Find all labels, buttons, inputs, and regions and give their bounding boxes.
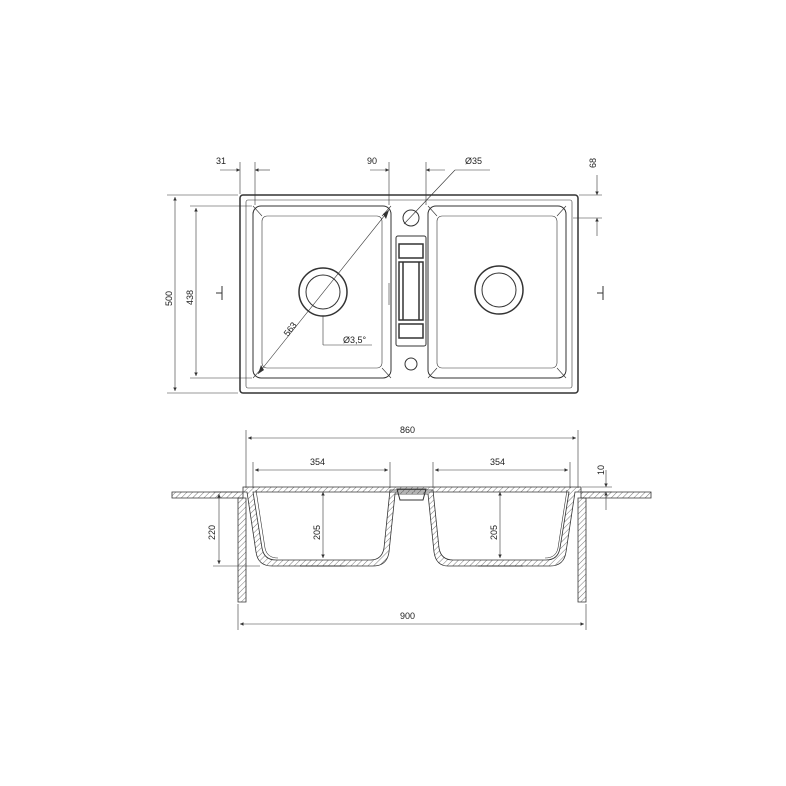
dim-cabinet-depth: 220 [207,491,260,567]
cabinet-wall-left [237,497,247,603]
dim-flange-width: 31 [216,156,270,205]
dim-label-438: 438 [185,290,195,305]
dim-label-354-right: 354 [490,457,505,467]
dim-inner-width: 860 [245,425,579,488]
dim-right-bowl: 354 [432,457,571,488]
dim-label-900: 900 [400,611,415,621]
right-bowl-top [427,205,567,379]
dim-label-205-right: 205 [489,525,499,540]
dim-diagonal: 563 [257,209,390,375]
dim-label-tap-hole: Ø35 [465,156,482,166]
cabinet-wall-right [577,497,587,603]
dim-label-563: 563 [282,320,299,338]
dim-label-205-left: 205 [312,525,322,540]
top-view: 31 90 Ø35 68 5 [164,156,604,394]
section-view: 860 354 354 10 [171,425,652,630]
dim-tap-hole: Ø35 [403,156,490,225]
dim-left-bowl: 354 [252,457,391,488]
right-drain-inner [481,272,517,308]
dim-center-gap: 90 [367,156,445,205]
sink-outer-outline [239,194,579,394]
dim-label-10: 10 [596,465,606,475]
overflow-slot-mid [398,261,424,321]
sink-inner-outline [245,199,573,389]
dim-slope: Ø3,5° [322,316,372,346]
left-drain-inner [305,274,341,310]
left-bowl-top [252,205,392,379]
dim-overall-depth: 500 [164,194,238,394]
countertop-left [171,491,244,499]
dim-label-90: 90 [367,156,377,166]
overflow-hole [404,357,418,371]
dim-flange-top: 68 [573,158,602,236]
dim-label-860: 860 [400,425,415,435]
dim-label-68: 68 [588,158,598,168]
dim-label-slope: Ø3,5° [343,335,367,345]
dim-left-bowl-depth: 205 [312,492,325,558]
countertop-right [580,491,652,499]
dim-label-354-left: 354 [310,457,325,467]
sink-section-shell [242,486,582,567]
section-markers [216,286,604,300]
center-divider-top [396,488,427,501]
dim-label-31: 31 [216,156,226,166]
dim-rim: 10 [582,465,612,510]
dim-label-500: 500 [164,291,174,306]
dim-bowl-depth: 438 [185,205,252,379]
dim-overall-width: 900 [237,604,587,630]
right-drain-outer [474,265,524,315]
dim-label-220: 220 [207,525,217,540]
overflow-slot-top [398,243,424,259]
tap-hole [402,209,420,227]
dim-right-bowl-depth: 205 [489,492,502,558]
center-divider [388,209,427,371]
overflow-slot-bottom [398,323,424,339]
